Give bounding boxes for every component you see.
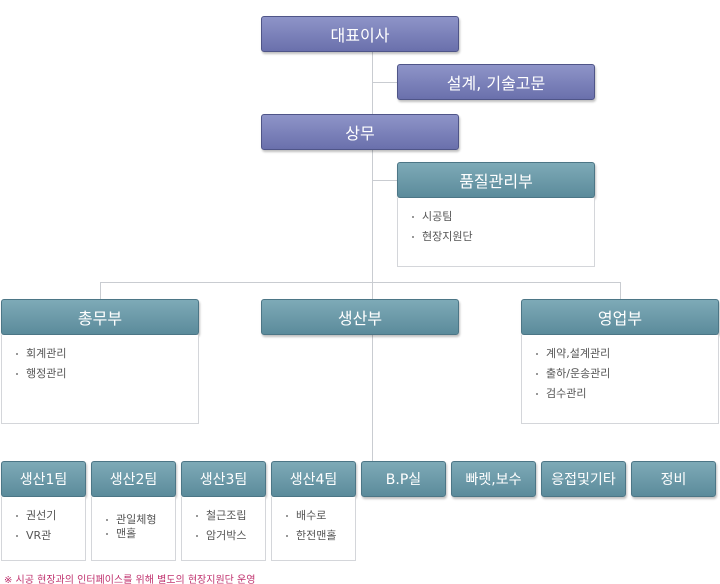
sales-label: 영업부 — [597, 309, 643, 328]
managing-director-box[interactable]: 상무 — [261, 114, 459, 150]
production-box[interactable]: 생산부 — [261, 299, 459, 335]
connector-advisor — [372, 82, 397, 83]
team2-box[interactable]: 생산2팀 — [91, 461, 176, 497]
team2-label: 생산2팀 — [109, 472, 158, 488]
quality-label: 품질관리부 — [459, 172, 533, 191]
sales-item: 계약,설계관리 — [536, 344, 718, 364]
maintenance-label: 정비 — [660, 472, 687, 488]
quality-item: 시공팀 — [412, 207, 594, 227]
team4-label: 생산4팀 — [289, 472, 338, 488]
team2-item: 맨홀 — [106, 527, 175, 541]
connector-general-affairs — [100, 282, 101, 299]
repair-label: 빠렛,보수 — [465, 472, 522, 488]
team3-box[interactable]: 생산3팀 — [181, 461, 266, 497]
sales-item: 출하/운송관리 — [536, 364, 718, 384]
advisor-label: 설계, 기술고문 — [446, 74, 546, 93]
general-affairs-item: 회계관리 — [16, 344, 198, 364]
team1-label: 생산1팀 — [19, 472, 68, 488]
general-affairs-label: 총무부 — [77, 309, 123, 328]
managing-director-label: 상무 — [345, 124, 375, 143]
ceo-label: 대표이사 — [330, 26, 390, 45]
team3-panel: 철근조립 암거박스 — [181, 497, 266, 561]
bp-box[interactable]: B.P실 — [361, 461, 446, 497]
team1-box[interactable]: 생산1팀 — [1, 461, 86, 497]
quality-panel: 시공팀 현장지원단 — [397, 198, 595, 267]
team3-item: 철근조립 — [196, 506, 265, 526]
ceo-box[interactable]: 대표이사 — [261, 16, 459, 52]
bp-label: B.P실 — [385, 472, 422, 488]
welding-box[interactable]: 응접및기타 — [541, 461, 626, 497]
team1-item: VR관 — [16, 526, 85, 546]
team2-item: 관일체형 — [106, 513, 175, 527]
welding-label: 응접및기타 — [551, 472, 616, 488]
general-affairs-panel: 회계관리 행정관리 — [1, 335, 199, 424]
team4-box[interactable]: 생산4팀 — [271, 461, 356, 497]
team3-item: 암거박스 — [196, 526, 265, 546]
team3-label: 생산3팀 — [199, 472, 248, 488]
connector-trunk — [372, 52, 373, 461]
maintenance-box[interactable]: 정비 — [631, 461, 716, 497]
quality-item: 현장지원단 — [412, 227, 594, 247]
team1-panel: 권선기 VR관 — [1, 497, 86, 561]
general-affairs-box[interactable]: 총무부 — [1, 299, 199, 335]
team2-panel: 관일체형 맨홀 — [91, 497, 176, 561]
quality-box[interactable]: 품질관리부 — [397, 162, 595, 198]
production-label: 생산부 — [337, 309, 383, 328]
sales-box[interactable]: 영업부 — [521, 299, 719, 335]
team1-item: 권선기 — [16, 506, 85, 526]
repair-box[interactable]: 빠렛,보수 — [451, 461, 536, 497]
connector-sales — [620, 282, 621, 299]
sales-panel: 계약,설계관리 출하/운송관리 검수관리 — [521, 335, 719, 424]
team4-item: 배수로 — [286, 506, 355, 526]
advisor-box[interactable]: 설계, 기술고문 — [397, 64, 595, 100]
connector-departments — [100, 282, 620, 283]
team4-panel: 배수로 한전맨홀 — [271, 497, 356, 561]
footnote: ※ 시공 현장과의 인터페이스를 위해 별도의 현장지원단 운영 — [4, 575, 256, 584]
team4-item: 한전맨홀 — [286, 526, 355, 546]
sales-item: 검수관리 — [536, 384, 718, 404]
general-affairs-item: 행정관리 — [16, 364, 198, 384]
connector-quality — [372, 180, 397, 181]
